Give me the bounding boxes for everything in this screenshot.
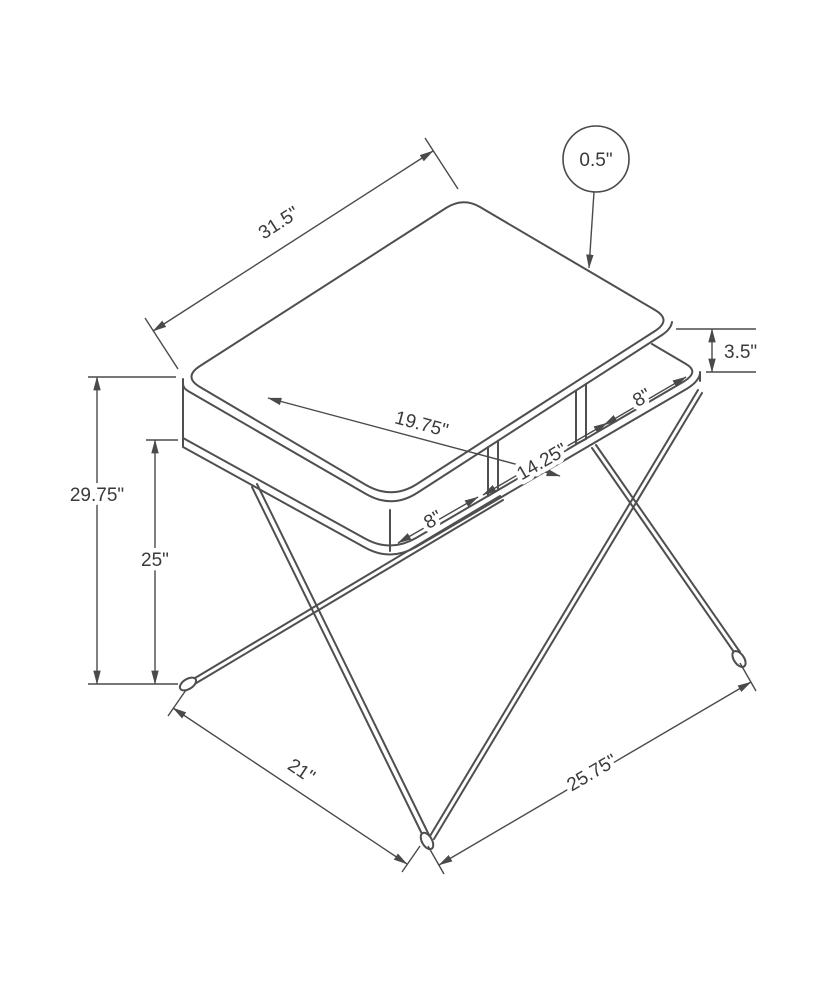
dimension-shelf-height: 25": [137, 439, 178, 685]
dimension-shelf-gap: 3.5": [676, 328, 762, 373]
extension-line: [424, 137, 459, 190]
extension-line: [144, 317, 179, 370]
dimension-top-thickness: 0.5": [562, 125, 630, 269]
dimension-line: [482, 422, 608, 496]
leg-front-right-edge2: [595, 444, 741, 653]
callout-circle: [562, 125, 630, 193]
dim-label-shelf-height: 25": [141, 550, 169, 571]
leg-front-right-edge: [591, 447, 737, 656]
dim-label-base-depth: 21": [284, 755, 319, 788]
desktop-edge-band: [182, 321, 673, 503]
dim-label-top-length: 31.5": [255, 203, 303, 244]
extension-line: [739, 662, 757, 692]
dimension-line: [603, 376, 687, 426]
leader-line: [586, 191, 595, 269]
foot-right: [731, 650, 747, 668]
dimension-line: [172, 707, 408, 865]
dimension-line: [438, 681, 752, 866]
extension-line: [427, 845, 445, 875]
dimension-base-depth: 21": [167, 689, 421, 873]
dimension-line: [397, 496, 479, 544]
dim-label-top-thickness: 0.5": [579, 150, 612, 171]
dim-label-base-width: 25.75": [563, 750, 620, 796]
extension-line: [401, 845, 421, 873]
dim-label-shelf-gap: 3.5": [724, 342, 757, 363]
dimension-overall-height: 29.75": [65, 376, 178, 685]
dim-label-overall-height: 29.75": [70, 485, 124, 506]
foot-front: [419, 831, 435, 851]
extension-line: [167, 689, 187, 717]
foot-left: [178, 676, 198, 692]
shelf-edge-band: [182, 373, 701, 556]
dimension-line: [152, 150, 434, 332]
desk-drawing: [178, 201, 747, 851]
